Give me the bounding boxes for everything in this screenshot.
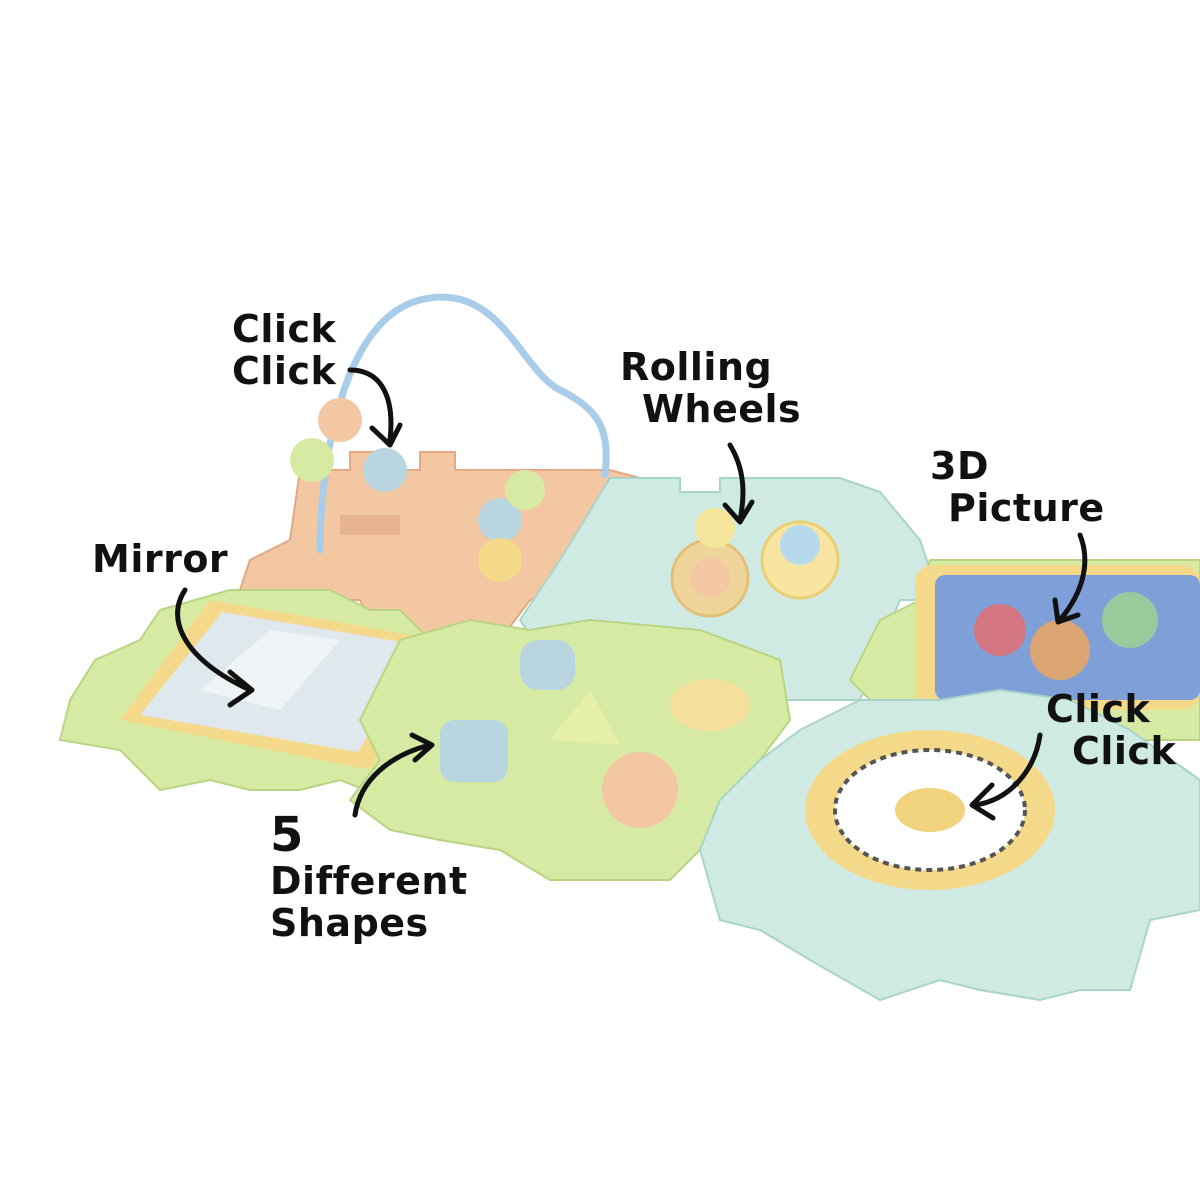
arrow-icon [347,367,403,448]
arrow-icon [1052,532,1088,625]
green-panel-picture [848,559,1200,741]
callout-5-different-shapes: 5 Different Shapes [270,807,468,945]
callout-3d-picture: 3D Picture [930,444,1105,530]
callout-click-click-top: Click Click [232,307,337,393]
callout-mirror: Mirror [92,537,229,581]
callout-rolling-wheels: Rolling Wheels [620,345,802,431]
arrow-icon [969,732,1043,821]
green-panel-mirror [58,589,452,802]
bead-maze [290,293,610,582]
callout-click-click-right: Click Click [1046,687,1177,773]
arrow-icon [722,442,755,525]
mint-panel-spinner [698,688,1200,1002]
arrow-icon [352,732,435,818]
arrow-icon [175,587,255,708]
